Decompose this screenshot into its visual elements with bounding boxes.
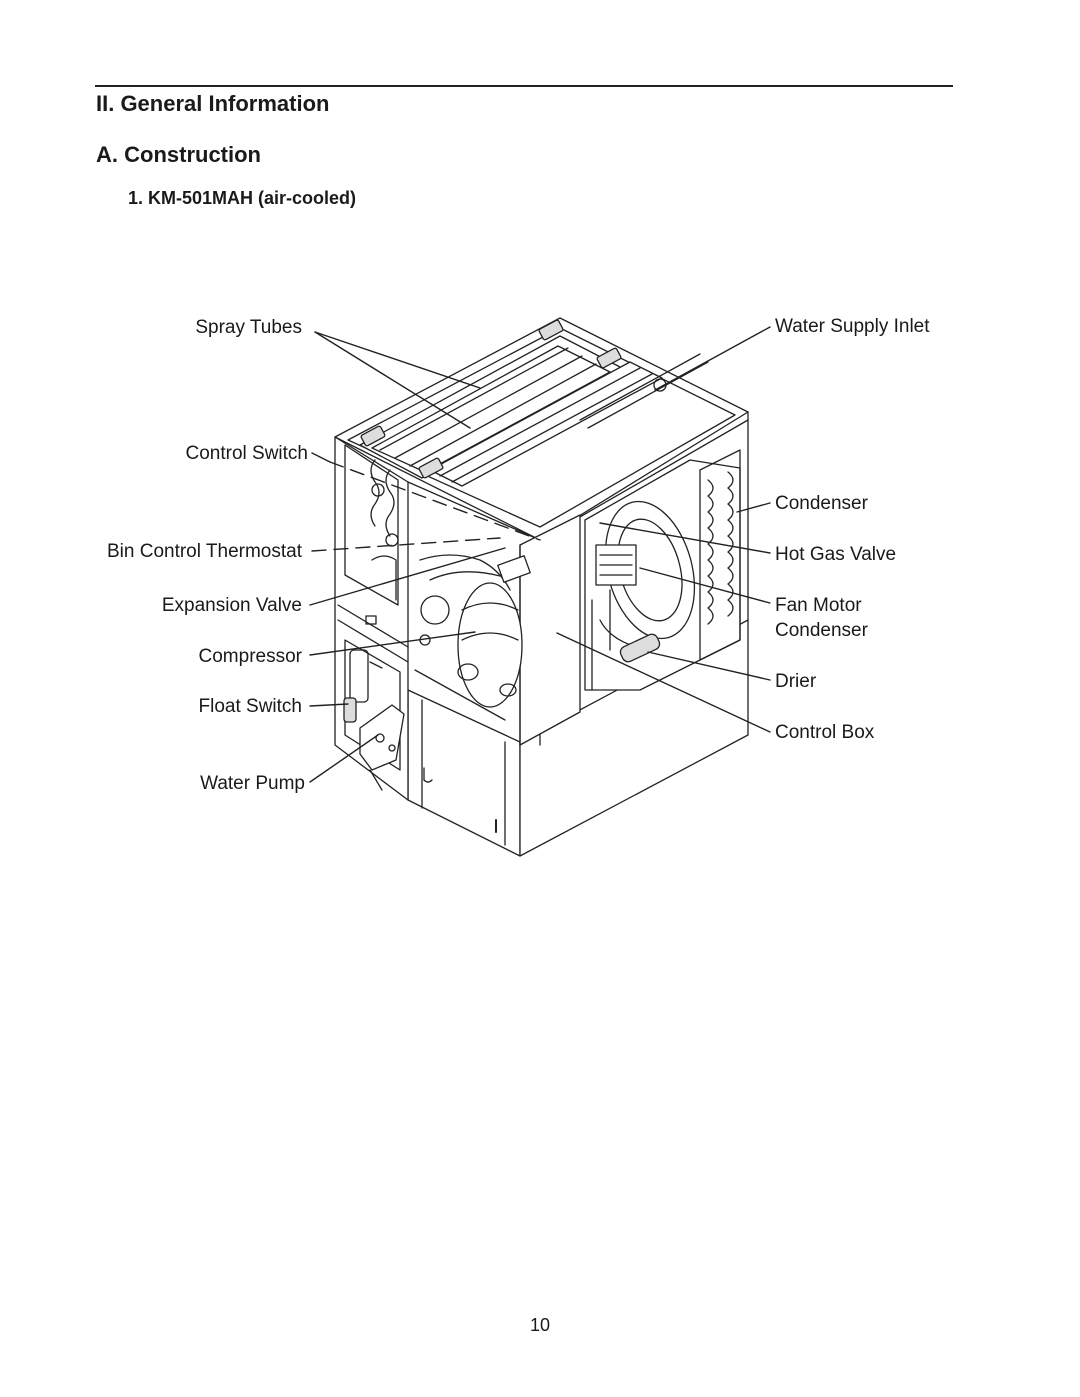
label-float-switch: Float Switch	[198, 696, 302, 717]
label-fan-motor-condenser: Condenser	[775, 620, 868, 641]
section-heading: II. General Information	[96, 91, 330, 116]
page-number: 10	[529, 1315, 551, 1335]
label-water-supply-inlet: Water Supply Inlet	[775, 316, 930, 337]
left-frame	[334, 436, 409, 801]
label-condenser: Condenser	[775, 493, 868, 514]
label-bin-control-thermostat: Bin Control Thermostat	[106, 541, 302, 562]
label-hot-gas-valve: Hot Gas Valve	[775, 544, 897, 565]
subsection-heading: A. Construction	[96, 142, 261, 167]
condenser-area	[584, 449, 741, 691]
header-rule	[95, 85, 953, 87]
label-control-box: Control Box	[775, 722, 875, 743]
front-panel	[519, 514, 581, 746]
leader-lines-right	[556, 326, 771, 733]
leader-lines-left	[309, 331, 541, 783]
evaporator-top	[334, 317, 749, 746]
cabinet-base	[407, 619, 749, 857]
label-compressor: Compressor	[198, 646, 302, 667]
label-expansion-valve: Expansion Valve	[161, 595, 302, 616]
label-water-pump: Water Pump	[200, 773, 305, 794]
label-drier: Drier	[775, 671, 817, 692]
label-fan-motor: Fan Motor	[775, 595, 862, 616]
model-heading: 1. KM-501MAH (air-cooled)	[128, 188, 357, 208]
compressor-area	[414, 554, 531, 721]
label-control-switch: Control Switch	[185, 443, 309, 464]
label-spray-tubes: Spray Tubes	[195, 317, 302, 338]
